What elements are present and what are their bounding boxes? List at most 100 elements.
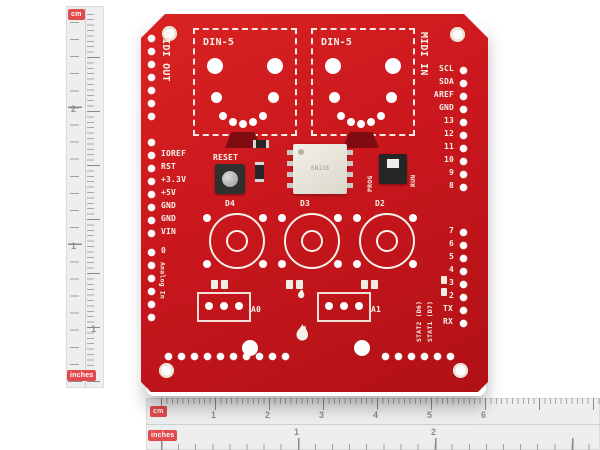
pin-label-13: 13 (443, 116, 454, 125)
analog-in-label: Analog In (158, 262, 167, 300)
pin-label-9: 9 (448, 168, 454, 177)
pot-pin-hole (205, 302, 213, 310)
button-pin-hole (259, 214, 267, 222)
chip-pin (287, 183, 293, 188)
left-ruler-inch-2: 2 (71, 104, 77, 114)
midi-in-label: MIDI IN (418, 32, 429, 76)
stat1-label: STAT1 (D7) (426, 300, 434, 342)
pot-pin-hole (355, 302, 363, 310)
din5-out-footprint: DIN-5 (193, 28, 297, 136)
din-pin-hole (229, 118, 237, 126)
bottom-cm-4: 4 (373, 410, 379, 420)
pin-label-aref: AREF (433, 90, 454, 99)
button-pin-hole (353, 260, 361, 268)
button-d4-footprint (203, 210, 267, 269)
chip-pin (347, 183, 353, 188)
pin-label-rst: RST (161, 162, 177, 171)
din-hole (211, 92, 222, 103)
din-pin-hole (337, 112, 345, 120)
pin-label-11: 11 (443, 142, 454, 151)
reset-button (215, 164, 245, 194)
button-pin-hole (409, 260, 417, 268)
bottom-holes-right (379, 350, 457, 363)
left-ruler-cm-badge: cm (68, 9, 85, 20)
smd-pad (371, 280, 378, 289)
pin-label-gnd2: GND (161, 214, 177, 223)
button-d4-label: D4 (225, 199, 236, 208)
din-hole (268, 92, 279, 103)
pin-label-vin: VIN (161, 227, 177, 236)
pot-pin-hole (325, 302, 333, 310)
left-ruler-cm-1: 1 (91, 324, 97, 334)
pin-label-tx: TX (442, 304, 453, 313)
bottom-inch-1: 1 (294, 427, 300, 437)
bottom-cm-1: 1 (211, 410, 217, 420)
bottom-ruler-cm-badge: cm (150, 406, 167, 417)
din5-in-label: DIN-5 (321, 37, 353, 48)
din-hole (325, 58, 341, 74)
power-header-holes (145, 136, 158, 240)
stat2-label: STAT2 (D6) (415, 300, 423, 342)
bottom-cm-5: 5 (427, 410, 433, 420)
pin-label-rx: RX (442, 317, 453, 326)
din-pin-hole (259, 112, 267, 120)
din-hole (385, 58, 401, 74)
pot-shaft-hole (354, 340, 370, 356)
left-header-holes-top (145, 32, 158, 123)
button-core (226, 230, 248, 252)
pin-label-7: 7 (448, 226, 454, 235)
din-hole (267, 58, 283, 74)
din-hole (329, 92, 340, 103)
button-pin-hole (278, 260, 286, 268)
pin-label-scl: SCL (438, 64, 454, 73)
pot-a0-label: A0 (251, 305, 262, 314)
button-pin-hole (203, 260, 211, 268)
bottom-ruler-cm-major-ticks (161, 398, 600, 410)
pot-a0-footprint (197, 292, 251, 322)
din-pin-hole (377, 112, 385, 120)
sparkfun-flame-icon-small (298, 288, 305, 299)
sparkfun-flame-icon-large (296, 322, 309, 341)
button-d3-label: D3 (300, 199, 311, 208)
button-pin-hole (334, 260, 342, 268)
bottom-inch-2: 2 (431, 427, 437, 437)
din-slot (343, 132, 379, 148)
button-ring (209, 213, 265, 269)
din-pin-hole (357, 120, 365, 128)
button-d2-label: D2 (375, 199, 386, 208)
button-ring (284, 213, 340, 269)
pot-a1-label: A1 (371, 305, 382, 314)
button-d3-footprint (278, 210, 342, 269)
din-pin-hole (367, 118, 375, 126)
pin-label-gnd1: GND (161, 201, 177, 210)
din-hole (207, 58, 223, 74)
pin-label-ioref: IOREF (161, 149, 187, 158)
pin-label-5: 5 (448, 252, 454, 261)
bottom-ruler-divider (146, 424, 600, 425)
stat-led (441, 288, 447, 296)
smd-pad (361, 280, 368, 289)
button-pin-hole (203, 214, 211, 222)
mount-hole (450, 27, 465, 42)
pin-label-sda: SDA (438, 77, 454, 86)
pin-label-12: 12 (443, 129, 454, 138)
chip-pin (287, 172, 293, 177)
din-pin-hole (347, 118, 355, 126)
smd-pad (211, 280, 218, 289)
prog-run-switch (379, 154, 407, 184)
stat-led (441, 276, 447, 284)
bottom-ruler-inches-badge: inches (148, 430, 178, 441)
din-hole (386, 92, 397, 103)
pin-label-gnd: GND (438, 103, 454, 112)
prog-label: PROG (366, 175, 374, 192)
left-ruler-inch-1: 1 (71, 241, 77, 251)
analog-header-holes (145, 246, 158, 324)
button-pin-hole (278, 214, 286, 222)
pin-label-6: 6 (448, 239, 454, 248)
bottom-ruler-inch-major-ticks (161, 438, 600, 450)
pin-label-10: 10 (443, 155, 454, 164)
pot-shaft-hole (242, 340, 258, 356)
run-label: RUN (409, 174, 417, 187)
button-core (301, 230, 323, 252)
